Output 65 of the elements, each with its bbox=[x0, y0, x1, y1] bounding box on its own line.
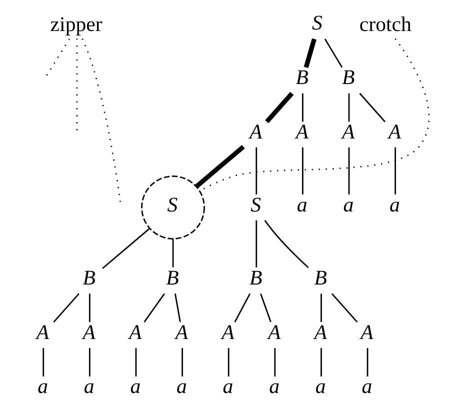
connector bbox=[302, 147, 303, 194]
connector bbox=[348, 147, 350, 194]
node-text: crotch bbox=[358, 12, 411, 36]
connector bbox=[255, 220, 257, 268]
connector bbox=[330, 293, 358, 322]
node-text: a bbox=[130, 374, 140, 398]
connector bbox=[227, 348, 229, 376]
node-text: A bbox=[295, 120, 308, 144]
node-text: a bbox=[176, 374, 186, 398]
connector bbox=[348, 93, 350, 122]
connector bbox=[255, 147, 257, 194]
connector bbox=[42, 348, 44, 376]
node-text: a bbox=[37, 374, 48, 398]
connector bbox=[181, 348, 182, 376]
node-text: a bbox=[342, 192, 354, 216]
connector bbox=[102, 228, 150, 269]
connector bbox=[274, 348, 276, 376]
node-text: B bbox=[82, 265, 95, 290]
node-text: A bbox=[174, 320, 188, 344]
node-text: A bbox=[128, 320, 142, 344]
node-text: a bbox=[361, 374, 372, 398]
node-text: B bbox=[342, 65, 354, 90]
connector bbox=[194, 144, 244, 188]
connector bbox=[264, 220, 308, 268]
connector bbox=[134, 348, 136, 376]
node-text: B bbox=[248, 265, 262, 290]
node-text: A bbox=[36, 320, 49, 344]
node-text: a bbox=[389, 192, 400, 216]
connector bbox=[143, 293, 165, 322]
node-text: a bbox=[314, 374, 326, 398]
node-text: A bbox=[388, 120, 401, 144]
node-text: A bbox=[82, 320, 95, 344]
connector bbox=[52, 293, 79, 322]
node-circle: S bbox=[140, 176, 204, 240]
node-text: A bbox=[342, 120, 354, 144]
connector bbox=[260, 293, 271, 322]
node-text: zipper bbox=[50, 12, 102, 36]
connector bbox=[303, 38, 316, 68]
node-text: B bbox=[314, 265, 327, 290]
node-text: A bbox=[360, 320, 373, 344]
connector bbox=[358, 92, 385, 122]
node-text: S bbox=[250, 192, 261, 216]
node-text: A bbox=[314, 320, 327, 344]
node-text: B bbox=[166, 265, 178, 290]
connector bbox=[366, 348, 368, 376]
node-text: a bbox=[222, 374, 233, 398]
connector bbox=[234, 293, 250, 322]
node-text: A bbox=[248, 120, 262, 144]
node-text: A bbox=[221, 320, 234, 344]
node-text: a bbox=[83, 374, 94, 398]
connector bbox=[88, 348, 90, 376]
node-text: B bbox=[295, 65, 308, 90]
connector bbox=[302, 93, 303, 122]
connector bbox=[320, 348, 322, 376]
connector bbox=[264, 92, 294, 124]
node-text: a bbox=[268, 374, 280, 398]
node-text: a bbox=[296, 192, 307, 216]
node-text: S bbox=[311, 10, 322, 35]
connector bbox=[88, 294, 90, 322]
connector bbox=[394, 147, 396, 194]
connector bbox=[172, 239, 174, 268]
connector bbox=[324, 38, 342, 68]
node-text: A bbox=[267, 320, 280, 344]
connector bbox=[320, 294, 322, 322]
connector bbox=[174, 294, 180, 322]
